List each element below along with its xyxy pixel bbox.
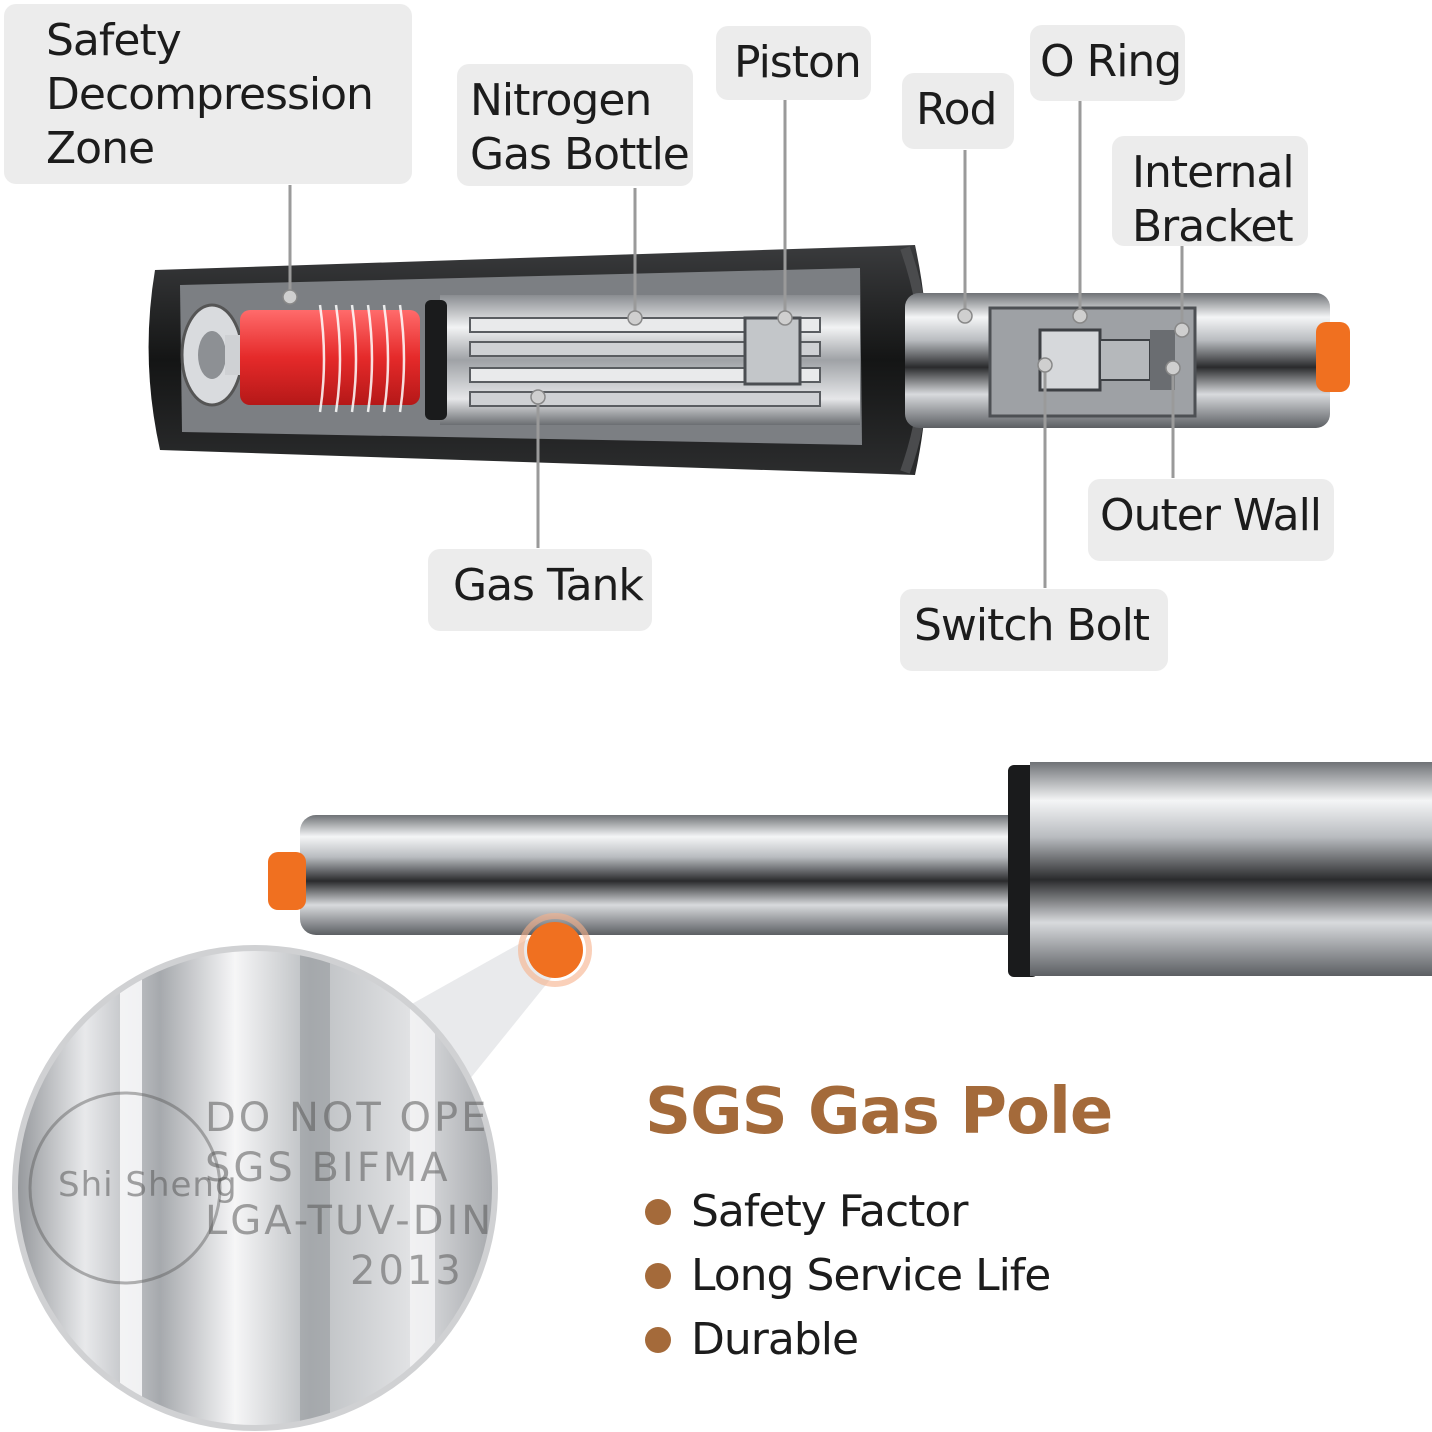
feature-item: Long Service Life	[645, 1244, 1051, 1308]
label-nitrogen-gas-bottle: Nitrogen Gas Bottle	[457, 64, 693, 186]
label-o-ring: O Ring	[1030, 25, 1185, 101]
pole-cylinder	[1030, 762, 1432, 976]
label-rod: Rod	[902, 73, 1014, 149]
label-safety-decompression-zone: Safety Decompression Zone	[4, 4, 412, 184]
engraving-line-4: 2013	[350, 1248, 464, 1294]
red-spring	[240, 310, 420, 405]
bullet-icon	[645, 1327, 671, 1353]
cutaway-cylinder	[148, 245, 1350, 475]
engraving-brand: Shi Sheng	[58, 1165, 238, 1205]
feature-item: Safety Factor	[645, 1180, 1050, 1244]
label-gas-tank: Gas Tank	[428, 549, 652, 631]
feature-item: Durable	[645, 1308, 1050, 1372]
label-switch-bolt: Switch Bolt	[900, 589, 1168, 671]
inspection-dot	[527, 922, 583, 978]
engraving-line-1: DO NOT OPE	[205, 1095, 490, 1141]
pole-rod	[300, 815, 1030, 935]
label-internal-bracket: Internal Bracket	[1112, 136, 1308, 252]
label-outer-wall: Outer Wall	[1088, 479, 1334, 561]
orange-cap-top	[1316, 322, 1350, 392]
label-piston: Piston	[716, 26, 871, 100]
product-title: SGS Gas Pole	[645, 1075, 1113, 1149]
bullet-icon	[645, 1263, 671, 1289]
engraving-line-3: LGA-TUV-DIN	[205, 1198, 495, 1244]
piston-head	[743, 316, 802, 386]
feature-list: Safety Factor Long Service Life Durable	[645, 1180, 1051, 1372]
orange-cap-bottom	[268, 852, 306, 910]
magnifier	[12, 945, 498, 1431]
leader-lines	[288, 100, 1184, 588]
engraving-line-2: SGS BIFMA	[205, 1145, 451, 1191]
chrome-pole	[268, 762, 1432, 1085]
bullet-icon	[645, 1199, 671, 1225]
